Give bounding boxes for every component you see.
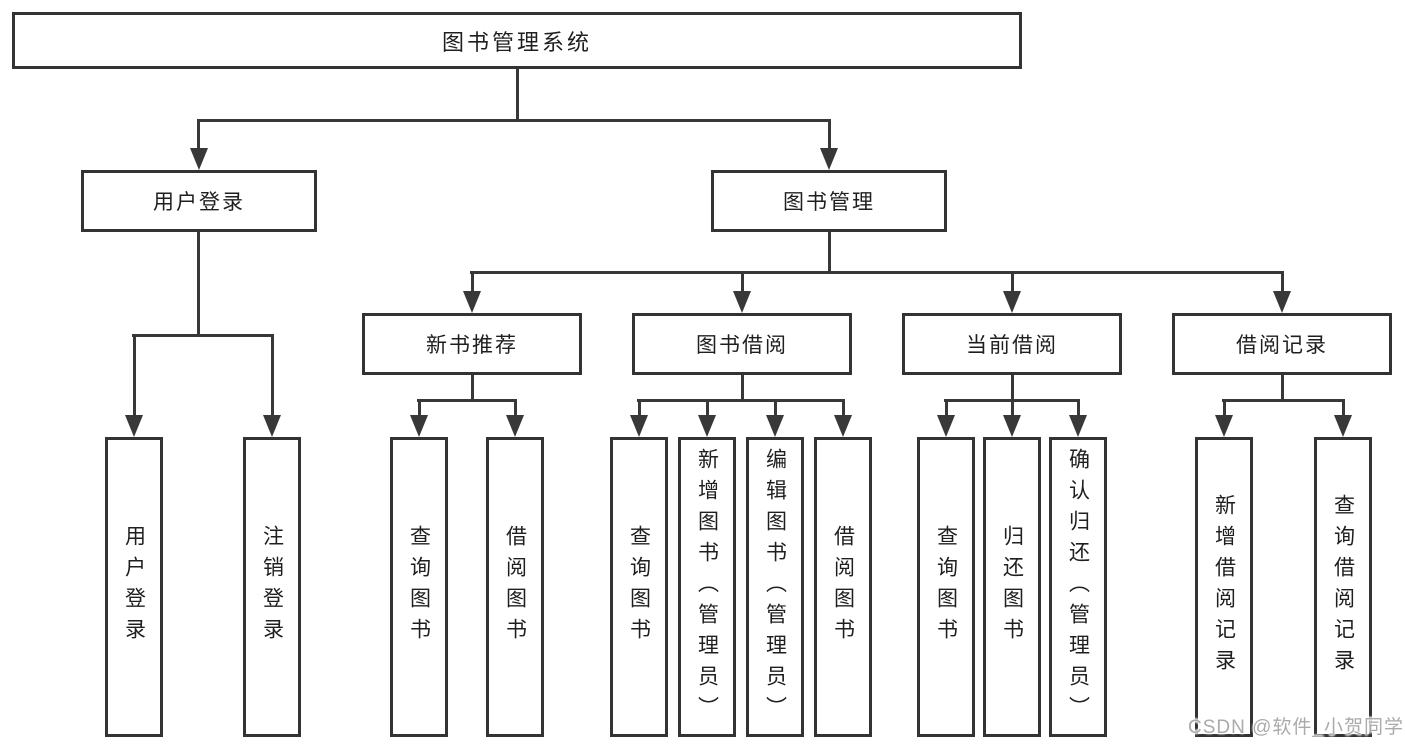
connector-vline xyxy=(842,399,845,419)
connector-groupA-hline xyxy=(417,399,517,402)
leaf-borrow-books: 借阅图书 xyxy=(814,437,872,737)
arrowhead-down-icon xyxy=(1215,415,1233,437)
node-library-system: 图书管理系统 xyxy=(12,12,1022,69)
connector-vline xyxy=(197,119,200,150)
arrowhead-down-icon xyxy=(1003,291,1021,313)
leaf-label: 编辑图书（管理员） xyxy=(763,447,787,727)
arrowhead-down-icon xyxy=(698,415,716,437)
leaf-label: 查询图书 xyxy=(627,525,651,649)
connector-vline xyxy=(1342,399,1345,419)
connector-vline xyxy=(1011,271,1014,295)
arrowhead-down-icon xyxy=(937,415,955,437)
connector-vline xyxy=(774,399,777,419)
connector-vline xyxy=(945,399,948,419)
arrowhead-down-icon xyxy=(190,148,208,170)
leaf-borrow-books: 借阅图书 xyxy=(486,437,544,737)
connector-vline xyxy=(1281,271,1284,295)
csdn-watermark: CSDN @软件_小贺同学 xyxy=(1188,717,1404,738)
connector-vline xyxy=(514,399,517,419)
arrowhead-down-icon xyxy=(1273,291,1291,313)
node-book-management: 图书管理 xyxy=(711,170,947,232)
connector-groupB-hline xyxy=(637,399,845,402)
connector-groupA-stub xyxy=(471,375,474,402)
connector-groupB-stub xyxy=(741,375,744,402)
arrowhead-down-icon xyxy=(733,291,751,313)
leaf-add-books-admin: 新增图书（管理员） xyxy=(678,437,736,737)
leaf-label: 借阅图书 xyxy=(831,525,855,649)
connector-groupD-stub xyxy=(1281,375,1284,402)
node-user-login-label: 用户登录 xyxy=(153,191,245,214)
connector-root-stub xyxy=(516,69,519,122)
leaf-label: 借阅图书 xyxy=(503,525,527,649)
leaf-label: 确认归还（管理员） xyxy=(1066,447,1090,727)
arrowhead-down-icon xyxy=(125,415,143,437)
node-new-book-recommendation-label: 新书推荐 xyxy=(426,334,518,357)
arrowhead-down-icon xyxy=(263,415,281,437)
arrowhead-down-icon xyxy=(1069,415,1087,437)
leaf-add-borrow-record: 新增借阅记录 xyxy=(1195,437,1253,737)
connector-vline xyxy=(706,399,709,419)
connector-vline xyxy=(1011,399,1014,419)
connector-userlogin-hline xyxy=(132,334,274,337)
arrowhead-down-icon xyxy=(820,148,838,170)
node-book-borrowing-label: 图书借阅 xyxy=(696,334,788,357)
node-book-management-label: 图书管理 xyxy=(783,191,875,214)
leaf-label: 新增借阅记录 xyxy=(1212,494,1236,680)
leaf-label: 新增图书（管理员） xyxy=(695,447,719,727)
connector-vline xyxy=(471,271,474,295)
leaf-label: 查询图书 xyxy=(934,525,958,649)
leaf-return-books: 归还图书 xyxy=(983,437,1041,737)
node-user-login: 用户登录 xyxy=(81,170,317,232)
node-book-borrowing: 图书借阅 xyxy=(632,313,852,375)
node-current-borrowing-label: 当前借阅 xyxy=(966,334,1058,357)
arrowhead-down-icon xyxy=(766,415,784,437)
connector-vline xyxy=(1223,399,1226,419)
arrowhead-down-icon xyxy=(1003,415,1021,437)
arrowhead-down-icon xyxy=(630,415,648,437)
connector-vline xyxy=(271,334,274,418)
connector-level3-hline xyxy=(470,271,1283,274)
connector-vline xyxy=(828,119,831,150)
arrowhead-down-icon xyxy=(463,291,481,313)
leaf-query-borrow-record: 查询借阅记录 xyxy=(1314,437,1372,737)
connector-level2-hline xyxy=(197,119,831,122)
leaf-label: 用户登录 xyxy=(122,525,146,649)
connector-vline xyxy=(418,399,421,419)
connector-vline xyxy=(133,334,136,418)
arrowhead-down-icon xyxy=(506,415,524,437)
connector-userlogin-stub xyxy=(197,232,200,337)
leaf-logout: 注销登录 xyxy=(243,437,301,737)
leaf-edit-books-admin: 编辑图书（管理员） xyxy=(746,437,804,737)
node-library-system-label: 图书管理系统 xyxy=(441,29,592,55)
node-new-book-recommendation: 新书推荐 xyxy=(362,313,582,375)
leaf-label: 查询图书 xyxy=(407,525,431,649)
leaf-query-books: 查询图书 xyxy=(917,437,975,737)
leaf-label: 注销登录 xyxy=(260,525,284,649)
leaf-query-books: 查询图书 xyxy=(610,437,668,737)
leaf-query-books: 查询图书 xyxy=(390,437,448,737)
leaf-label: 查询借阅记录 xyxy=(1331,494,1355,680)
arrowhead-down-icon xyxy=(1334,415,1352,437)
connector-vline xyxy=(638,399,641,419)
leaf-label: 归还图书 xyxy=(1000,525,1024,649)
connector-bookmgmt-stub xyxy=(828,232,831,274)
connector-groupC-stub xyxy=(1011,375,1014,402)
node-borrowing-records-label: 借阅记录 xyxy=(1236,334,1328,357)
leaf-user-login: 用户登录 xyxy=(105,437,163,737)
connector-groupD-hline xyxy=(1222,399,1345,402)
arrowhead-down-icon xyxy=(410,415,428,437)
connector-vline xyxy=(741,271,744,295)
arrowhead-down-icon xyxy=(834,415,852,437)
leaf-confirm-return-admin: 确认归还（管理员） xyxy=(1049,437,1107,737)
connector-vline xyxy=(1077,399,1080,419)
node-current-borrowing: 当前借阅 xyxy=(902,313,1122,375)
node-borrowing-records: 借阅记录 xyxy=(1172,313,1392,375)
